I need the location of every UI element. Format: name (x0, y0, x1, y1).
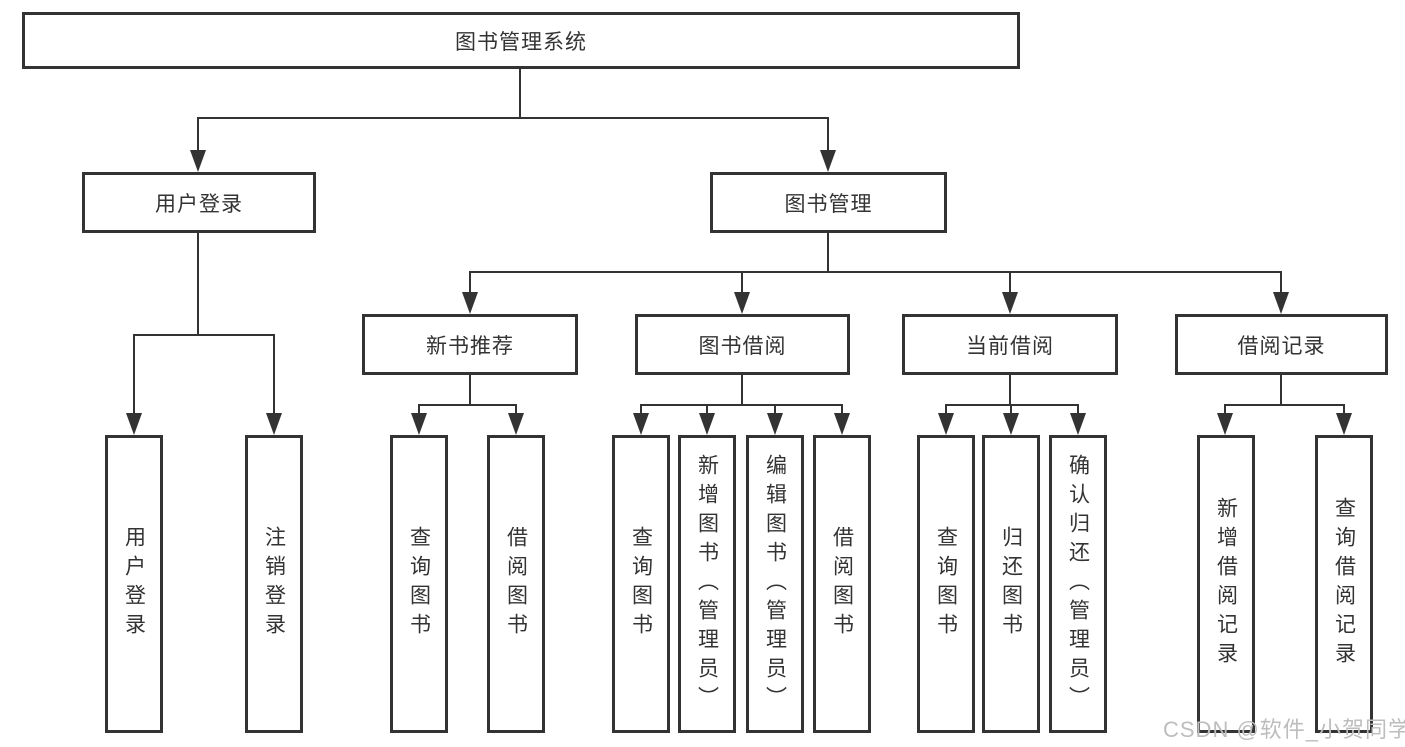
leaf-add-borrow-record: 新增借阅记录 (1197, 435, 1255, 733)
connector-line (273, 334, 275, 414)
leaf-logout: 注销登录 (245, 435, 303, 733)
arrow-down-icon (633, 413, 649, 435)
node-label: 用户登录 (155, 192, 243, 216)
arrow-down-icon (266, 413, 282, 435)
connector-line (774, 404, 776, 415)
arrow-down-icon (820, 150, 836, 172)
connector-line (418, 404, 420, 415)
node-label: 借阅图书 (504, 526, 528, 642)
connector-line (741, 271, 743, 295)
leaf-return-books: 归还图书 (982, 435, 1040, 733)
arrow-down-icon (1003, 413, 1019, 435)
arrow-down-icon (1336, 413, 1352, 435)
connector-line (640, 404, 843, 406)
node-user-login: 用户登录 (82, 172, 316, 233)
connector-line (469, 271, 471, 295)
connector-line (197, 233, 199, 336)
connector-line (197, 117, 199, 152)
connector-line (519, 68, 521, 118)
leaf-query-borrow-record: 查询借阅记录 (1315, 435, 1373, 733)
connector-line (640, 404, 642, 415)
leaf-borrow-books-recommend: 借阅图书 (487, 435, 545, 733)
connector-line (706, 404, 708, 415)
leaf-edit-book-admin: 编辑图书（管理员） (746, 435, 804, 733)
node-label: 用户登录 (122, 526, 146, 642)
node-label: 查询图书 (629, 526, 653, 642)
arrow-down-icon (126, 413, 142, 435)
csdn-watermark: CSDN @软件_小贺同学 (1163, 717, 1405, 742)
node-current-borrowing: 当前借阅 (902, 314, 1118, 375)
leaf-add-book-admin: 新增图书（管理员） (678, 435, 736, 733)
leaf-query-books-current: 查询图书 (917, 435, 975, 733)
node-label: 借阅图书 (830, 526, 854, 642)
leaf-borrow-books: 借阅图书 (813, 435, 871, 733)
node-label: 图书管理系统 (455, 30, 587, 54)
node-label: 新书推荐 (426, 334, 514, 358)
node-label: 借阅记录 (1237, 334, 1326, 358)
node-label: 查询图书 (934, 526, 958, 642)
node-book-borrowing: 图书借阅 (635, 314, 850, 375)
connector-line (1280, 271, 1282, 295)
node-label: 注销登录 (262, 526, 286, 642)
connector-line (133, 334, 135, 414)
node-label: 归还图书 (999, 526, 1023, 642)
connector-line (469, 271, 1282, 273)
arrow-down-icon (1070, 413, 1086, 435)
connector-line (418, 404, 517, 406)
node-label: 新增借阅记录 (1214, 497, 1238, 671)
arrow-down-icon (508, 413, 524, 435)
arrow-down-icon (190, 150, 206, 172)
node-label: 图书借阅 (698, 334, 787, 358)
leaf-user-login: 用户登录 (105, 435, 163, 733)
node-label: 查询借阅记录 (1332, 497, 1356, 671)
arrow-down-icon (411, 413, 427, 435)
connector-line (133, 334, 275, 336)
connector-line (469, 375, 471, 406)
connector-line (1224, 404, 1345, 406)
connector-line (1009, 375, 1011, 406)
arrow-down-icon (1217, 413, 1233, 435)
leaf-query-books-borrow: 查询图书 (612, 435, 670, 733)
connector-line (1010, 404, 1012, 415)
connector-line (1009, 271, 1011, 295)
connector-line (945, 404, 947, 415)
arrow-down-icon (1273, 292, 1289, 314)
leaf-query-books-recommend: 查询图书 (390, 435, 448, 733)
node-label: 编辑图书（管理员） (763, 453, 787, 715)
connector-line (515, 404, 517, 415)
connector-line (827, 117, 829, 152)
node-book-management: 图书管理 (710, 172, 947, 233)
arrow-down-icon (462, 292, 478, 314)
node-borrowing-records: 借阅记录 (1175, 314, 1388, 375)
connector-line (827, 233, 829, 272)
arrow-down-icon (1002, 292, 1018, 314)
connector-line (197, 117, 829, 119)
connector-line (1224, 404, 1226, 415)
arrow-down-icon (767, 413, 783, 435)
arrow-down-icon (699, 413, 715, 435)
connector-line (945, 404, 1079, 406)
node-label: 图书管理 (784, 192, 873, 216)
node-new-book-recommend: 新书推荐 (362, 314, 578, 375)
arrow-down-icon (938, 413, 954, 435)
node-label: 查询图书 (407, 526, 431, 642)
connector-line (741, 375, 743, 406)
connector-line (1280, 375, 1282, 406)
node-label: 确认归还（管理员） (1066, 453, 1090, 715)
connector-line (1077, 404, 1079, 415)
leaf-confirm-return-admin: 确认归还（管理员） (1049, 435, 1107, 733)
connector-line (841, 404, 843, 415)
node-label: 当前借阅 (966, 334, 1054, 358)
arrow-down-icon (834, 413, 850, 435)
connector-line (1343, 404, 1345, 415)
arrow-down-icon (734, 292, 750, 314)
node-label: 新增图书（管理员） (695, 453, 719, 715)
node-root-system: 图书管理系统 (22, 12, 1020, 69)
